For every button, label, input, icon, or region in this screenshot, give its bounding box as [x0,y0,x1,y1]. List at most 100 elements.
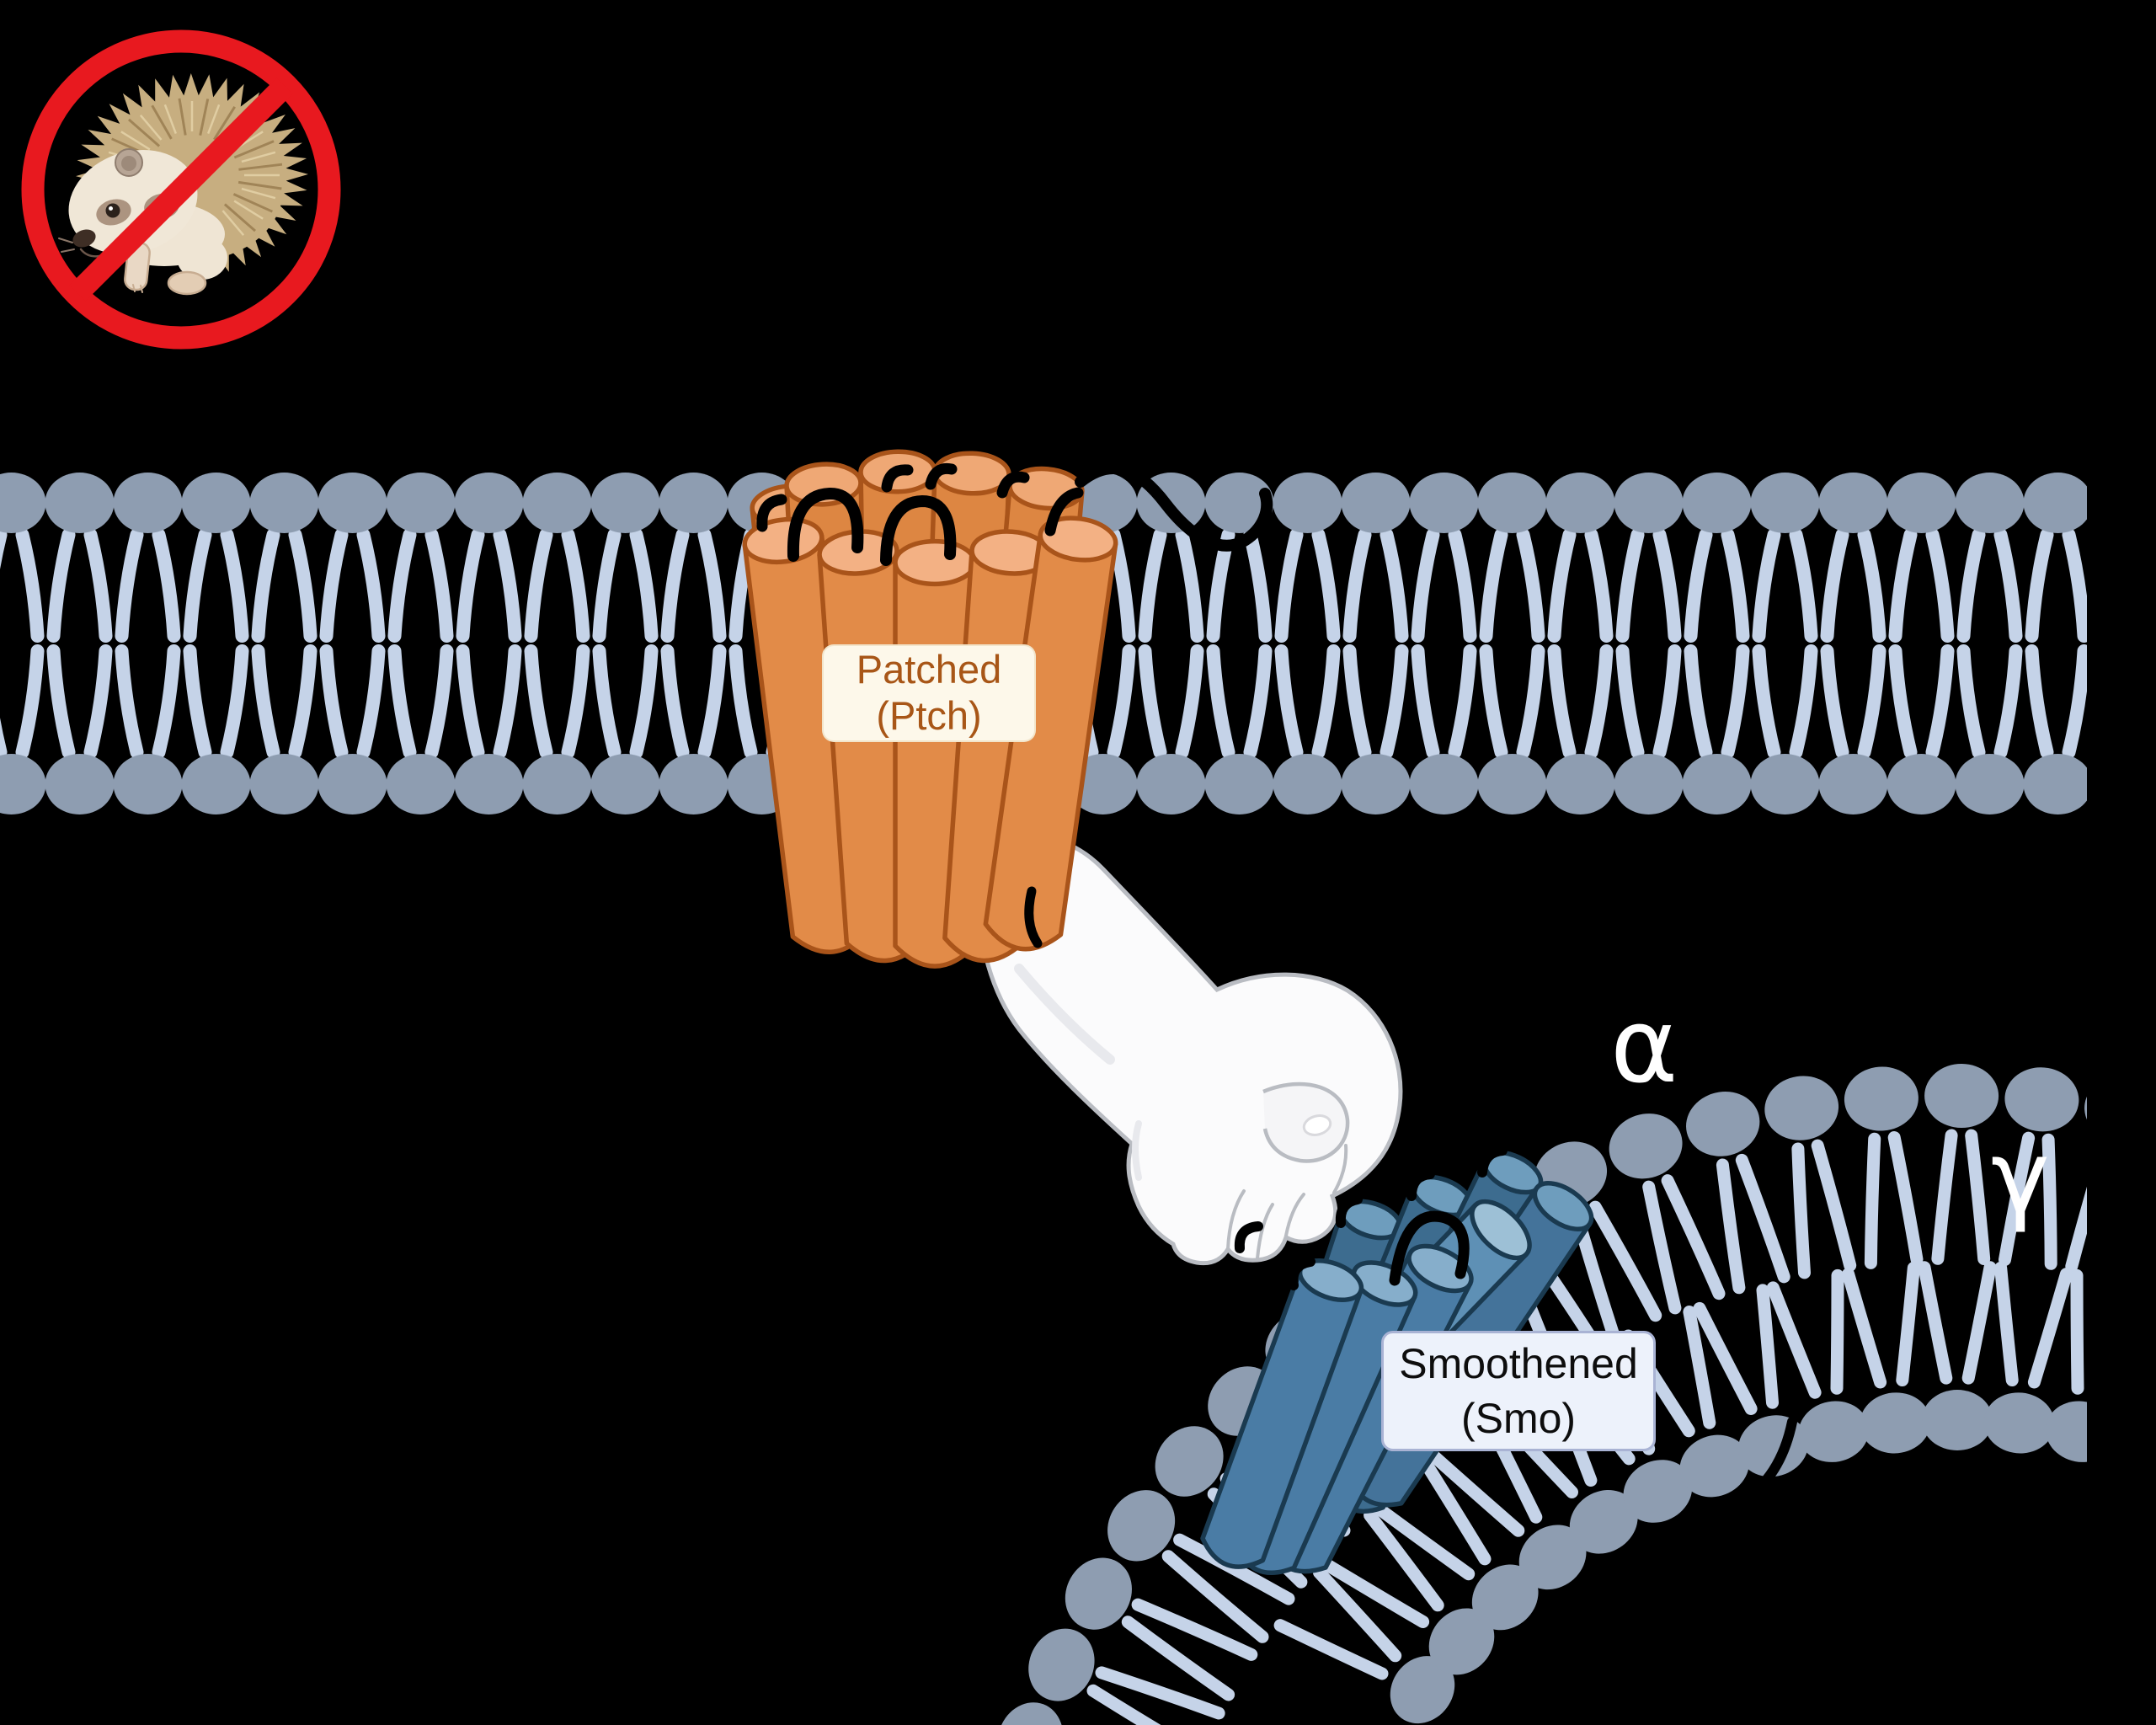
lipid-tail [1243,644,1273,759]
lipid-head [1477,473,1547,533]
lipid-tail [220,528,249,643]
quill-line [233,140,275,159]
hedgehog-eye [105,203,120,218]
gamma-symbol: γ [1991,1119,2050,1235]
lipid-head [386,473,456,533]
lipid-tail [629,528,659,643]
lipid-tail [2025,528,2054,643]
lipid-head [0,754,46,814]
lipid-tail [1206,644,1235,759]
lipid-head [45,473,115,533]
lipid-head [1545,473,1615,533]
lipid-tail [1693,1301,1758,1415]
lipid-head [1518,1525,1587,1590]
lipid-tail [2027,1268,2073,1389]
lipid-tail [2041,1133,2057,1270]
lipid-tail [697,644,727,759]
lipid-head [1798,1401,1870,1462]
lipid-tail [1479,528,1508,643]
lipid-head [1204,754,1274,814]
prohibition-ring [21,29,341,350]
lipid-head [1409,473,1479,533]
lipid-head [249,754,319,814]
lipid-head [386,754,456,814]
lipid-tail [356,644,386,759]
smo-loop [1406,1169,1435,1201]
lipid-tail [1138,528,1167,643]
quill-line [238,163,283,171]
quill-line [213,105,236,141]
lipid-tail [1274,644,1304,759]
lipid-head [1614,473,1684,533]
smo-loop [1389,1210,1470,1286]
hedgehog-mouth [79,248,101,258]
lipid-tail [1961,1261,1997,1385]
lipid-tail [1661,1174,1726,1300]
quill-line [178,98,187,136]
lipid-tail [1411,644,1440,759]
lipid-head [590,473,660,533]
lipid-tail [2062,528,2087,643]
lipid-tail [251,528,280,643]
lipid-tail [660,528,690,643]
lipid-tail [1994,1261,2019,1386]
lipid-head [1844,1066,1919,1131]
lipid-head [454,754,524,814]
quill-line [163,104,178,134]
lipid-tail [1993,528,2023,643]
lipid-head [1750,754,1820,814]
lipid-tail [251,644,280,759]
quill-line [139,114,163,141]
lipid-tail [493,644,522,759]
arm-shading [1132,1120,1142,1181]
lipid-head [1341,754,1411,814]
lipid-tail [1965,1129,1991,1265]
lipid-head [2045,1401,2087,1462]
extracellular-loop [881,464,914,493]
lipid-tail [1820,528,1849,643]
lipid-head [1545,754,1615,814]
extracellular-loop [787,488,864,562]
lipid-tail [1896,1261,1920,1386]
quill-line [232,193,273,213]
lipid-head [1065,1557,1132,1630]
lipid-tail [1789,528,1818,643]
lipid-tail [0,528,8,569]
lipid-head [1609,1114,1683,1179]
prohibition-bar [69,77,293,302]
lipid-head [997,1702,1064,1725]
lipid-tail [1721,644,1750,759]
lipid-tail [629,644,659,759]
lipid-head [1924,1063,1999,1129]
lipid-head [1471,1564,1539,1631]
hedgehog-face [68,150,198,254]
lipid-tail [524,528,553,643]
lipid-tail [456,644,485,759]
lipid-tail [1086,1684,1161,1725]
lipid-tail [83,528,113,643]
lipid-head [659,473,728,533]
lipid-head [1204,473,1274,533]
lipid-tail [1956,528,1986,643]
lipid-head [1922,1390,1993,1450]
inhibition-arm [975,832,1403,1266]
quill-line [233,200,264,220]
lipid-head [1886,473,1956,533]
lipid-tail [115,644,144,759]
lipid-head [522,473,592,533]
lipid-tail [319,644,349,759]
lipid-head [1273,754,1342,814]
lipid-head [1409,754,1479,814]
lipid-tail [1311,644,1341,759]
lipid-tail [1993,644,2023,759]
lipid-tail [1615,528,1645,643]
lipid-head [1107,1490,1176,1562]
lipid-head [454,473,524,533]
smo-loop [1234,1221,1263,1253]
lipid-head [318,473,387,533]
lipid-head [1682,473,1752,533]
lipid-tail [1274,528,1304,643]
lipid-tail [1138,644,1167,759]
quill-line [199,99,210,136]
